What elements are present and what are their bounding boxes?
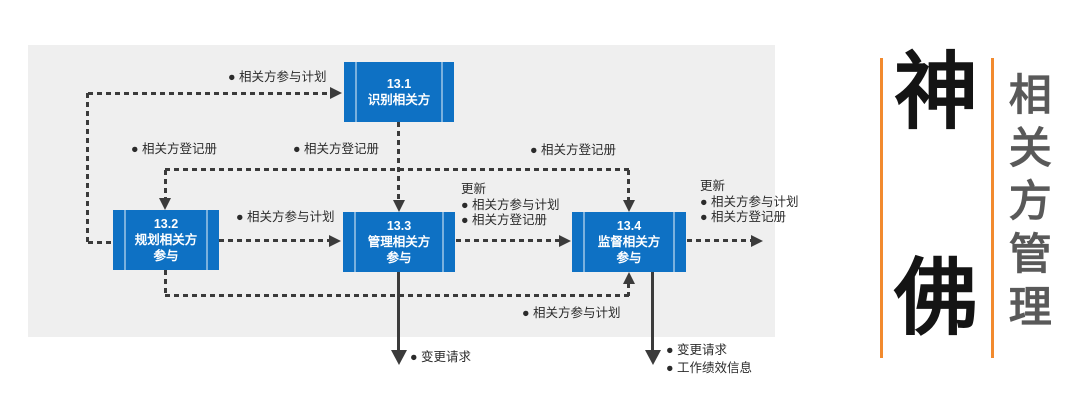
dashed-connector-branch-horizontal — [165, 168, 630, 171]
arrowhead-into-13-4-top-icon — [623, 200, 635, 212]
process-box-13-1: 13.1 识别相关方 — [344, 62, 454, 122]
logo-char-bottom: 佛 — [893, 253, 978, 346]
update-title: 更新 — [700, 179, 726, 193]
arrowhead-into-13-4-left-icon — [559, 235, 571, 247]
output-item: ● 工作绩效信息 — [666, 361, 753, 375]
arrowhead-out-right-icon — [751, 235, 763, 247]
process-title-2: 参与 — [616, 251, 642, 265]
label-change-request-manage: ● 变更请求 — [410, 350, 472, 364]
arrowhead-into-13-3-top-icon — [393, 200, 405, 212]
label-plan-mid: ● 相关方参与计划 — [236, 210, 335, 224]
process-title: 管理相关方 — [367, 235, 431, 249]
dashed-connector-top — [88, 92, 330, 95]
process-title: 监督相关方 — [597, 235, 661, 249]
arrowhead-into-13-3-left-icon — [329, 235, 341, 247]
process-box-13-3: 13.3 管理相关方 参与 — [343, 212, 455, 272]
process-box-13-2: 13.2 规划相关方 参与 — [113, 210, 219, 270]
process-title-2: 参与 — [153, 249, 179, 263]
solid-connector-13-4-output — [651, 272, 654, 352]
arrowhead-13-3-output-icon — [391, 350, 407, 365]
solid-connector-13-3-output — [397, 272, 400, 352]
update-item: ● 相关方参与计划 — [461, 197, 560, 212]
vertical-title: 相关方管理 — [1002, 72, 1051, 337]
process-box-13-4: 13.4 监督相关方 参与 — [572, 212, 686, 272]
label-group-update-manage: 更新 ● 相关方参与计划 ● 相关方登记册 — [461, 182, 560, 229]
arrowhead-into-13-4-bottom-icon — [623, 272, 635, 284]
label-group-monitor-outputs: ● 变更请求 ● 工作绩效信息 — [666, 341, 752, 377]
dashed-connector-left-vertical — [86, 93, 89, 243]
update-item: ● 相关方参与计划 — [700, 194, 799, 209]
dashed-connector-13-1-down — [397, 122, 400, 200]
process-title-2: 参与 — [386, 251, 412, 265]
update-title: 更新 — [461, 182, 487, 196]
arrowhead-into-13-2-top-icon — [159, 198, 171, 210]
process-title: 识别相关方 — [367, 93, 431, 107]
output-item: ● 变更请求 — [666, 343, 728, 357]
dashed-connector-into-13-2-left — [88, 241, 115, 244]
process-number: 13.1 — [386, 77, 412, 91]
label-plan-feedback: ● 相关方参与计划 — [522, 306, 621, 320]
accent-line-right — [991, 58, 994, 358]
label-register-left: ● 相关方登记册 — [131, 142, 218, 156]
label-register-right: ● 相关方登记册 — [530, 143, 617, 157]
arrowhead-into-13-1-icon — [330, 87, 342, 99]
dashed-connector-13-2-to-13-3 — [219, 239, 329, 242]
dashed-connector-13-4-out — [687, 239, 751, 242]
accent-line-left — [880, 58, 883, 358]
label-group-update-monitor: 更新 ● 相关方参与计划 ● 相关方登记册 — [700, 179, 799, 226]
update-item: ● 相关方登记册 — [461, 213, 548, 227]
process-number: 13.2 — [153, 217, 179, 231]
dashed-connector-13-2-down — [164, 270, 167, 297]
logo-char-top: 神 — [893, 47, 978, 140]
process-title: 规划相关方 — [134, 233, 198, 247]
process-number: 13.3 — [386, 219, 412, 233]
label-register-mid: ● 相关方登记册 — [293, 142, 380, 156]
arrowhead-13-4-output-icon — [645, 350, 661, 365]
dashed-connector-up-to-13-4 — [627, 283, 630, 296]
process-number: 13.4 — [616, 219, 642, 233]
dashed-connector-branch-to-13-4 — [627, 170, 630, 200]
dashed-connector-13-3-to-13-4 — [456, 239, 559, 242]
update-item: ● 相关方登记册 — [700, 210, 787, 224]
dashed-connector-branch-to-13-2 — [164, 170, 167, 198]
label-plan-to-identify: ● 相关方参与计划 — [228, 70, 327, 84]
